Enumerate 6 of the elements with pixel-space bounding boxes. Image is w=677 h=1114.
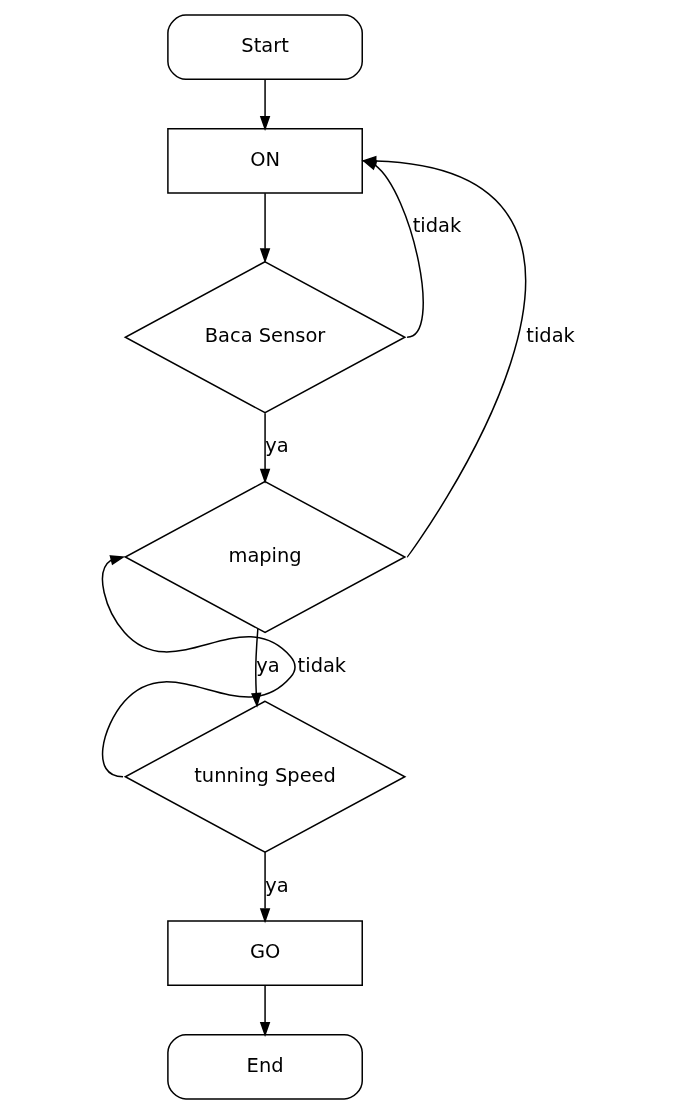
edge-label: ya <box>255 653 280 677</box>
edge-label: tidak <box>297 653 346 677</box>
edge-label: ya <box>264 873 289 897</box>
edge-label: tidak <box>525 324 575 348</box>
edge-label: tidak <box>412 214 461 238</box>
edge-label: ya <box>264 434 289 458</box>
